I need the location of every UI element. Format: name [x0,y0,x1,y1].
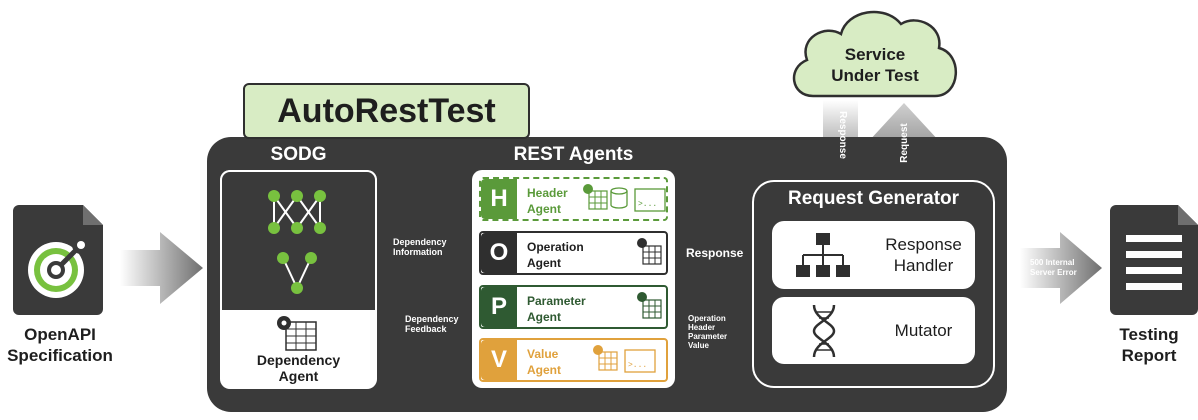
svg-text:>...: >... [628,361,647,370]
hierarchy-icon [796,233,850,277]
testing-report-icon [1110,205,1198,315]
request-generator-box [752,180,995,388]
app-title: AutoRestTest [243,83,530,139]
parameter-agent-icon [637,292,662,319]
graph-icon [268,190,326,294]
sodg-graph-area [220,170,377,310]
rest-agents-title: REST Agents [513,144,634,165]
mutator-label: Mutator [894,321,953,340]
header-agent-icons: >... [583,184,666,212]
operation-agent-icon [637,238,662,265]
value-agent-icons: >... [593,345,656,373]
openapi-document-icon [13,205,103,315]
mutator-box: Mutator [772,297,975,364]
dna-icon [812,304,836,358]
sodg-title: SODG [270,144,327,165]
sodg-box [220,170,377,389]
input-arrow [120,232,203,304]
request-generator-title-bg [772,186,976,210]
svg-text:>...: >... [638,200,657,209]
cloud-response-label: Response [837,111,848,159]
response-flow-label: Response [686,246,744,260]
request-generator-title: Request Generator [787,188,960,209]
gear-table-icon [277,316,317,351]
header-agent-letter: H [481,179,517,219]
cloud-request-label: Request [899,123,910,163]
cloud-shape [792,10,957,98]
parameter-agent-letter: P [481,287,517,327]
operation-agent-letter: O [481,233,517,273]
output-arrow [1020,232,1102,304]
value-agent-letter: V [481,340,517,380]
